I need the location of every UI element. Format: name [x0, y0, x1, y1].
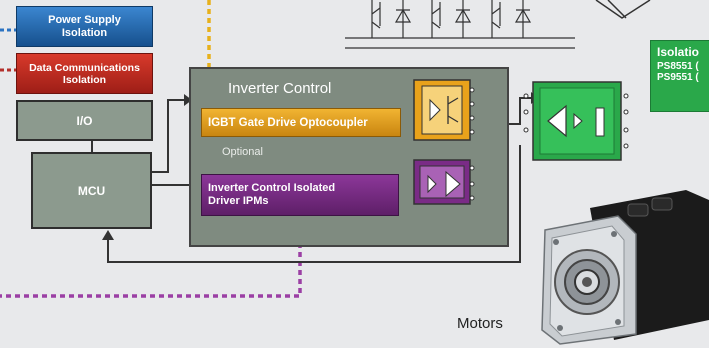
io-block: I/O — [16, 100, 153, 141]
ipm-driver-block: Inverter Control Isolated Driver IPMs — [201, 174, 399, 216]
igbt-bridge-icon — [371, 0, 532, 38]
inverter-to-isolation-line — [508, 97, 533, 125]
ipm-isolator-icon — [413, 159, 475, 205]
motor-illustration — [541, 190, 709, 345]
isolation-part-1: PS8551 ( — [657, 61, 699, 72]
isolation-part-2: PS9551 ( — [657, 72, 699, 83]
io-label: I/O — [76, 113, 93, 128]
power-supply-label: Power Supply Isolation — [48, 13, 121, 39]
arrow-to-mcu — [102, 230, 114, 240]
data-comms-label: Data Communications Isolation — [29, 61, 140, 86]
optional-label: Optional — [222, 146, 263, 158]
optocoupler-icon — [413, 79, 475, 141]
isolation-title: Isolatio — [657, 45, 700, 59]
inverter-control-title: Inverter Control — [228, 80, 332, 97]
purple-dashed-wire — [0, 225, 302, 298]
isolation-amplifier-icon — [523, 81, 629, 161]
motor-feed-lines — [595, 0, 651, 19]
isolation-callout: Isolatio PS8551 ( PS9551 ( — [650, 40, 709, 112]
mcu-label: MCU — [77, 183, 106, 198]
motors-label: Motors — [457, 315, 503, 332]
mcu-to-igbt-line — [152, 99, 184, 173]
feedback-line — [107, 145, 521, 263]
power-supply-isolation-block: Power Supply Isolation — [16, 6, 153, 47]
igbt-gate-drive-block: IGBT Gate Drive Optocoupler — [201, 108, 401, 137]
igbt-label: IGBT Gate Drive Optocoupler — [208, 116, 368, 129]
ipm-label: Inverter Control Isolated Driver IPMs — [208, 182, 336, 207]
power-bus — [345, 37, 575, 49]
mcu-block: MCU — [31, 152, 152, 229]
arrow-to-inverter — [184, 94, 192, 106]
data-communications-isolation-block: Data Communications Isolation — [16, 53, 153, 94]
